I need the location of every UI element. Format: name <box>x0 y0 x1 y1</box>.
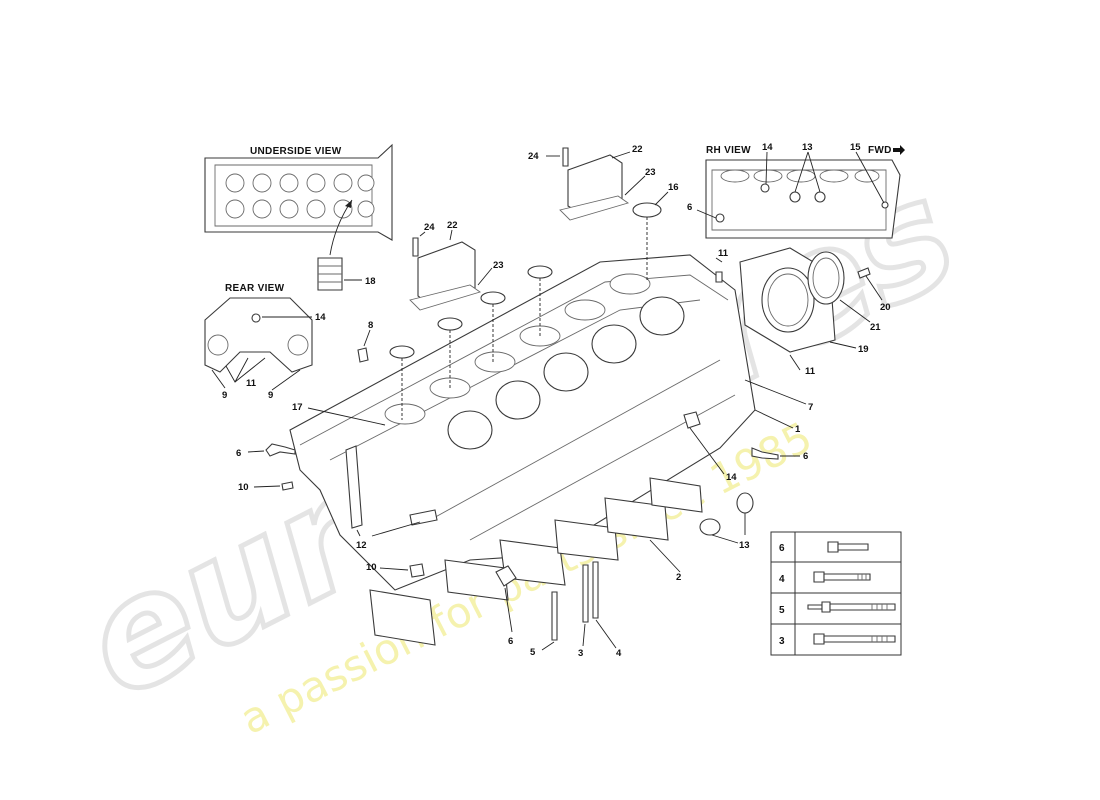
bearing-caps-2 <box>369 477 703 646</box>
callout-6-rh: 6 <box>687 202 692 213</box>
callout-22-right: 22 <box>632 144 643 155</box>
callout-14-rear: 14 <box>315 312 326 323</box>
part-10-left <box>281 481 294 491</box>
part-20-bolt <box>857 267 871 279</box>
part-23-right-gasket <box>559 195 630 221</box>
callout-11-right: 11 <box>805 366 816 377</box>
part-24-right-bolt <box>562 147 569 167</box>
part-8 <box>357 347 369 363</box>
underside-arrow-head <box>345 200 352 208</box>
rear-view-title: REAR VIEW <box>225 283 285 294</box>
cylinder-block <box>289 202 756 646</box>
callout-14-rh: 14 <box>762 142 773 153</box>
callout-4: 4 <box>616 648 622 659</box>
callout-24-left: 24 <box>424 222 435 233</box>
part-6-bolt-right <box>751 447 779 460</box>
callout-19: 19 <box>858 344 869 355</box>
callout-10-left: 10 <box>238 482 249 493</box>
callout-18: 18 <box>365 276 376 287</box>
rear-cover: 20 21 19 11 11 <box>715 247 891 377</box>
fwd-arrow-icon <box>893 145 905 155</box>
bolt-table-row-label: 4 <box>779 574 785 585</box>
callout-8: 8 <box>368 320 373 331</box>
part-6-bolt-left <box>265 443 296 457</box>
rear-block-outline <box>204 297 313 373</box>
callout-17: 17 <box>292 402 303 413</box>
rear-oil-plug <box>251 313 261 323</box>
callout-2: 2 <box>676 572 681 583</box>
callout-21: 21 <box>870 322 881 333</box>
bolt-table-row-label: 5 <box>779 605 785 616</box>
part-24-left-bolt <box>412 237 419 257</box>
callout-9-rear-left: 9 <box>222 390 227 401</box>
part-23-left-gasket <box>409 284 482 311</box>
underside-view: UNDERSIDE VIEW 18 <box>204 143 393 291</box>
callout-20: 20 <box>880 302 891 313</box>
callout-16: 16 <box>668 182 679 193</box>
callout-15: 15 <box>850 142 861 153</box>
callout-6-left: 6 <box>236 448 241 459</box>
callout-5: 5 <box>530 647 536 658</box>
callout-13-main: 13 <box>739 540 750 551</box>
callout-3: 3 <box>578 648 583 659</box>
callout-11-top: 11 <box>718 248 729 259</box>
callout-24-right: 24 <box>528 151 539 162</box>
callout-1: 1 <box>795 424 801 435</box>
main-callouts: 7 1 6 14 13 2 8 17 6 10 12 10 <box>236 320 813 647</box>
housing-right: 24 22 23 16 <box>528 144 679 221</box>
bolt-4-icon <box>813 571 871 583</box>
callout-10-bottom: 10 <box>366 562 377 573</box>
rear-view: REAR VIEW 14 11 9 9 <box>204 283 326 401</box>
rh-view-title: RH VIEW <box>706 145 751 156</box>
part-3-stud <box>582 564 589 623</box>
cylinder-bores <box>384 273 685 450</box>
callout-6-right: 6 <box>803 451 808 462</box>
bolt-table-row-label: 6 <box>779 543 785 554</box>
bolt-table: 6 4 5 3 <box>770 531 902 656</box>
callout-23-left: 23 <box>493 260 504 271</box>
part-4-stud <box>592 561 599 619</box>
callout-9-rear-right: 9 <box>268 390 273 401</box>
underside-view-title: UNDERSIDE VIEW <box>250 146 342 157</box>
callout-23-right: 23 <box>645 167 656 178</box>
callout-22-left: 22 <box>447 220 458 231</box>
callout-7: 7 <box>808 402 813 413</box>
bolt-5-icon <box>807 601 896 613</box>
rh-view: RH VIEW FWD 14 13 15 6 <box>687 142 905 239</box>
housing-left: 24 22 23 <box>409 220 504 311</box>
callout-13-rh: 13 <box>802 142 813 153</box>
bolt-6-icon <box>827 541 869 553</box>
callout-14-main: 14 <box>726 472 737 483</box>
rh-bores <box>720 169 880 183</box>
underside-bores <box>225 173 375 219</box>
callout-6-bottom: 6 <box>508 636 513 647</box>
bolt-table-row-label: 3 <box>779 636 785 647</box>
bolt-3-icon <box>813 633 896 645</box>
studs: 5 3 4 <box>530 561 622 659</box>
fwd-label: FWD <box>868 145 892 156</box>
callout-11-rear: 11 <box>246 378 257 389</box>
part-5-stud <box>551 591 558 641</box>
callout-12: 12 <box>356 540 367 551</box>
rh-oil-plug <box>760 183 770 193</box>
